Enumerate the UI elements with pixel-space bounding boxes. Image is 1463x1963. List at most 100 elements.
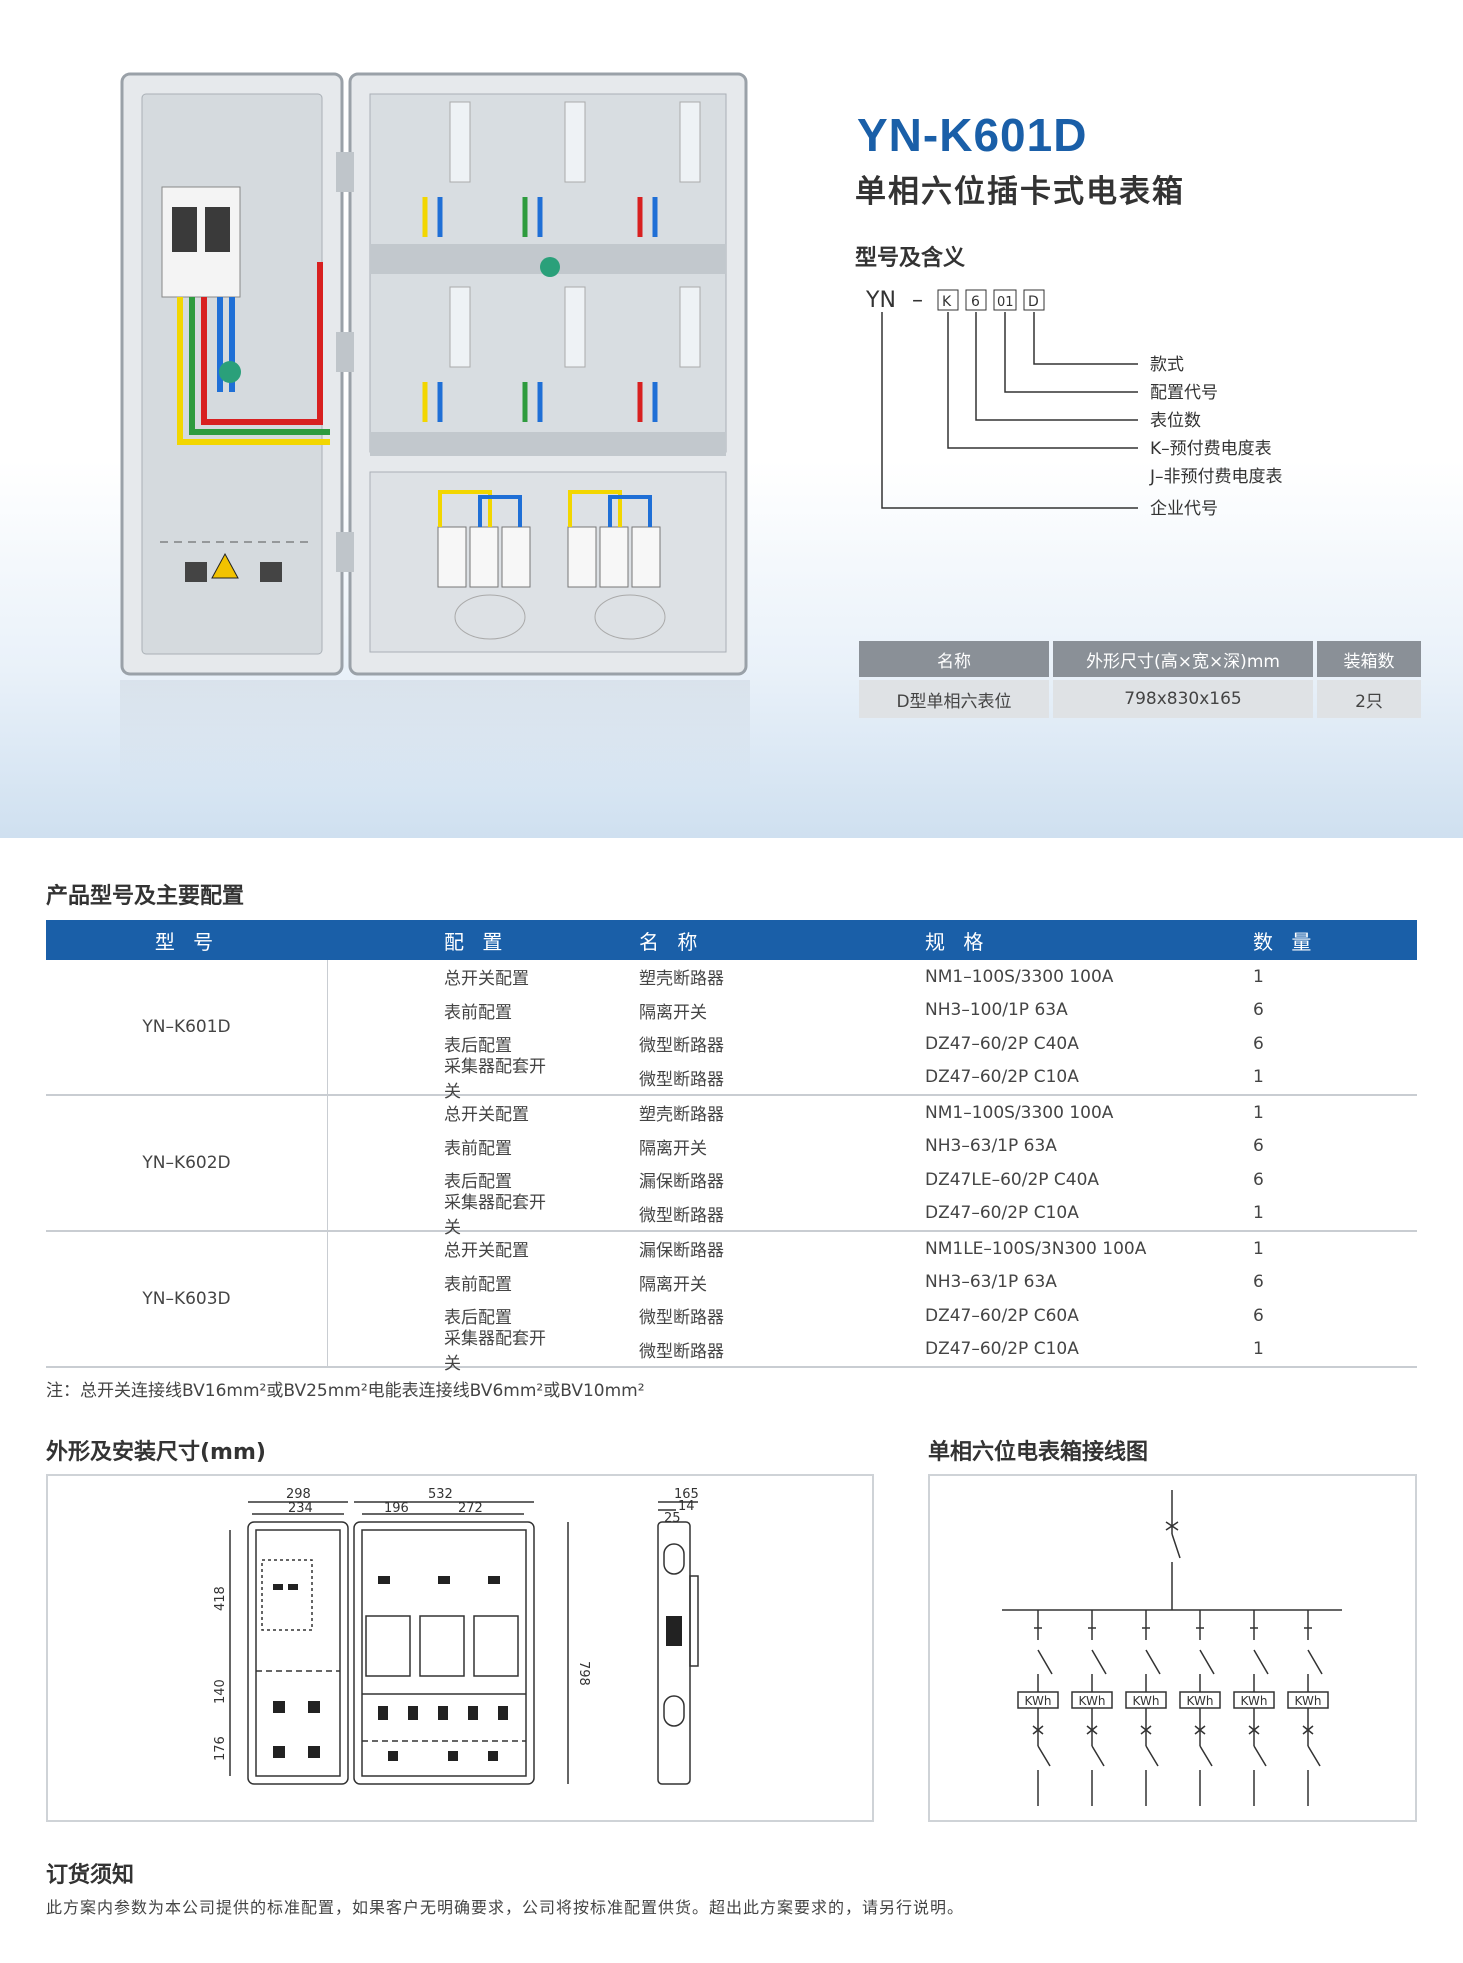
product-subtitle: 单相六位插卡式电表箱 — [855, 174, 1185, 210]
wiring-diagram: KWh KWh KWh KWh KWh KWh — [1002, 1490, 1342, 1806]
dim-label-196: 196 — [384, 1501, 409, 1516]
dim-label-14: 14 — [678, 1499, 695, 1514]
table-row: 采集器配套开关 微型断路器 DZ47–60/2P C10A 1 — [328, 1193, 1417, 1238]
code-meaning-prepaid: K–预付费电度表 — [1150, 439, 1272, 459]
meter-label: KWh — [1025, 1694, 1052, 1708]
cell-spec: NM1LE–100S/3N300 100A — [925, 1238, 1147, 1259]
spec-header-name: 名称 — [859, 641, 1049, 677]
code-dash: – — [912, 288, 923, 313]
cell-config: 总开关配置 — [444, 1241, 529, 1262]
dim-label-532: 532 — [428, 1487, 453, 1502]
config-header-model: 型 号 — [154, 929, 220, 954]
cell-spec: DZ47LE–60/2P C40A — [925, 1169, 1100, 1190]
config-table-header: 型 号 配 置 名 称 规 格 数 量 — [46, 920, 1417, 960]
code-meaning-nonprepaid: J–非预付费电度表 — [1149, 467, 1283, 487]
dim-label-234: 234 — [288, 1501, 313, 1516]
cell-name: 微型断路器 — [639, 1205, 724, 1226]
cell-config: 采集器配套开关 — [444, 1329, 546, 1375]
cell-spec: NH3–63/1P 63A — [925, 1272, 1057, 1293]
wiring-title: 单相六位电表箱接线图 — [928, 1440, 1149, 1465]
meter-box-photo — [120, 72, 748, 676]
order-notes-title: 订货须知 — [46, 1863, 135, 1888]
code-meaning-config: 配置代号 — [1150, 383, 1218, 403]
cell-name: 隔离开关 — [639, 1138, 707, 1159]
config-table: 型 号 配 置 名 称 规 格 数 量 YN–K601D 总开关配置 塑壳断路器 N… — [46, 920, 1417, 1374]
cell-qty: 6 — [1253, 1136, 1264, 1157]
code-box-4: D — [1028, 294, 1039, 310]
table-row: 表后配置 微型断路器 DZ47–60/2P C60A 6 — [328, 1299, 1417, 1333]
cell-spec: NH3–63/1P 63A — [925, 1136, 1057, 1157]
product-model-title: YN-K601D — [857, 109, 1088, 161]
cell-spec: NM1–100S/3300 100A — [925, 1102, 1114, 1123]
config-group-model: YN–K602D — [46, 1096, 328, 1230]
dimensions-title: 外形及安装尺寸(mm) — [46, 1440, 266, 1465]
meter-label: KWh — [1295, 1694, 1322, 1708]
spec-table: 名称 外形尺寸(高×宽×深)mm 装箱数 D型单相六表位 798x830x165… — [855, 638, 1425, 721]
cell-qty: 1 — [1253, 1203, 1264, 1224]
config-group-model: YN–K603D — [46, 1232, 328, 1366]
table-row: 采集器配套开关 微型断路器 DZ47–60/2P C10A 1 — [328, 1329, 1417, 1374]
cell-config: 表后配置 — [444, 1036, 512, 1057]
config-section-title: 产品型号及主要配置 — [46, 884, 245, 909]
dim-label-298: 298 — [286, 1487, 311, 1502]
cell-qty: 1 — [1253, 1238, 1264, 1259]
cell-name: 微型断路器 — [639, 1341, 724, 1362]
cell-spec: DZ47–60/2P C10A — [925, 1067, 1079, 1088]
cell-name: 漏保断路器 — [639, 1172, 724, 1193]
cell-qty: 6 — [1253, 1033, 1264, 1054]
code-meaning-positions: 表位数 — [1150, 411, 1201, 431]
cell-config: 采集器配套开关 — [444, 1193, 546, 1239]
code-meaning-style: 款式 — [1150, 355, 1184, 375]
cell-qty: 1 — [1253, 1339, 1264, 1360]
cell-config: 总开关配置 — [444, 1105, 529, 1126]
cell-spec: DZ47–60/2P C10A — [925, 1203, 1079, 1224]
cell-name: 塑壳断路器 — [639, 969, 724, 990]
code-meaning-company: 企业代号 — [1150, 499, 1218, 519]
cell-name: 微型断路器 — [639, 1069, 724, 1090]
dimensions-panel: 298 234 532 196 272 418 140 176 798 165 … — [46, 1474, 874, 1822]
meter-label: KWh — [1079, 1694, 1106, 1708]
model-code-diagram: YN – K 6 01 D 款式 配置代号 表位数 K–预付费电度表 J–非预付… — [865, 288, 1283, 519]
code-box-3: 01 — [997, 295, 1014, 310]
cell-spec: NH3–100/1P 63A — [925, 1000, 1068, 1021]
cell-spec: DZ47–60/2P C10A — [925, 1339, 1079, 1360]
cell-name: 漏保断路器 — [639, 1241, 724, 1262]
photo-reflection — [120, 680, 750, 790]
config-header-spec: 规 格 — [925, 929, 990, 954]
cell-name: 隔离开关 — [639, 1274, 707, 1295]
cell-config: 总开关配置 — [444, 969, 529, 990]
dim-label-165: 165 — [674, 1487, 699, 1502]
dim-label-25: 25 — [664, 1511, 681, 1526]
spec-cell-size: 798x830x165 — [1053, 680, 1313, 718]
cell-qty: 6 — [1253, 1272, 1264, 1293]
cell-qty: 6 — [1253, 1000, 1264, 1021]
meter-label: KWh — [1241, 1694, 1268, 1708]
cell-name: 微型断路器 — [639, 1036, 724, 1057]
code-prefix: YN — [865, 288, 896, 313]
dim-label-418: 418 — [213, 1586, 228, 1611]
config-group-model: YN–K601D — [46, 960, 328, 1094]
cell-spec: DZ47–60/2P C60A — [925, 1305, 1079, 1326]
dim-label-176: 176 — [213, 1736, 228, 1761]
config-group-k603d: YN–K603D 总开关配置 漏保断路器 NM1LE–100S/3N300 100A… — [46, 1232, 1417, 1374]
order-notes-text: 此方案内参数为本公司提供的标准配置，如果客户无明确要求，公司将按标准配置供货。超… — [46, 1898, 965, 1917]
spec-header-size: 外形尺寸(高×宽×深)mm — [1053, 641, 1313, 677]
cell-qty: 6 — [1253, 1305, 1264, 1326]
cell-name: 微型断路器 — [639, 1308, 724, 1329]
spec-header-qty: 装箱数 — [1317, 641, 1421, 677]
cell-spec: NM1–100S/3300 100A — [925, 966, 1114, 987]
cell-config: 采集器配套开关 — [444, 1057, 546, 1103]
spec-cell-qty: 2只 — [1317, 680, 1421, 718]
dim-label-140: 140 — [213, 1679, 228, 1704]
cell-config: 表前配置 — [444, 1138, 512, 1159]
wiring-note: 注：总开关连接线BV16mm²或BV25mm²电能表连接线BV6mm²或BV10… — [46, 1381, 645, 1401]
code-box-1: K — [942, 294, 952, 310]
hero-section: YN-K601D 单相六位插卡式电表箱 型号及含义 YN – K 6 01 D … — [0, 0, 1463, 838]
cell-config: 表后配置 — [444, 1308, 512, 1329]
config-header-config: 配 置 — [444, 929, 509, 954]
cell-qty: 6 — [1253, 1169, 1264, 1190]
